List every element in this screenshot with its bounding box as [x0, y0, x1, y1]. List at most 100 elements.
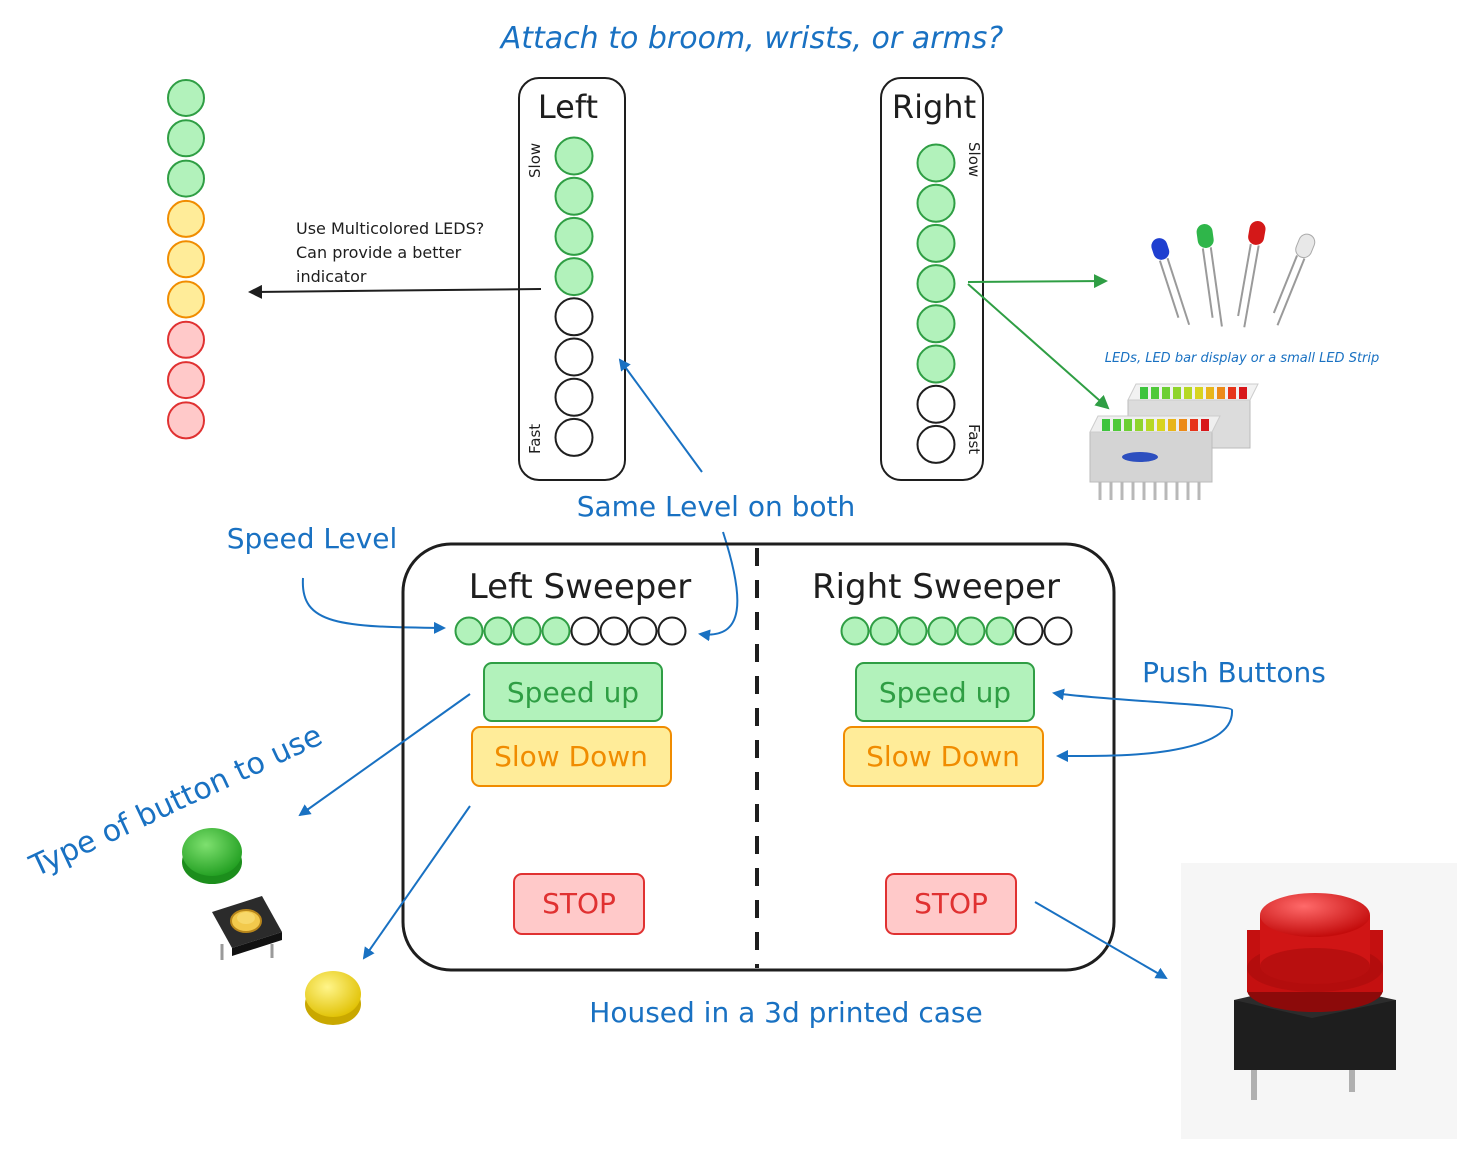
led-lit	[985, 616, 1015, 646]
left-panel-title: Left	[538, 88, 598, 126]
left-slow-down-button[interactable]: Slow Down	[471, 726, 672, 787]
led-lit	[554, 216, 594, 256]
bar-segment	[1162, 387, 1170, 399]
bar-segment	[1124, 419, 1132, 431]
left-speed-up-button[interactable]: Speed up	[483, 662, 663, 722]
led-off	[554, 297, 594, 337]
led-lit	[454, 616, 484, 646]
same-level-arrow-up	[618, 358, 703, 473]
multicolor-led-red	[167, 320, 205, 359]
stop-to-red-button-arrow	[1034, 901, 1168, 980]
speed-level-arrow	[301, 577, 446, 634]
button-type-arrow-green	[298, 693, 471, 817]
left-slow-label: Slow	[526, 143, 544, 178]
button-type-label: Type of button to use	[24, 718, 328, 885]
bar-segment	[1113, 419, 1121, 431]
bar-segment	[1217, 387, 1225, 399]
led-lit	[554, 257, 594, 297]
bar-segment	[1151, 387, 1159, 399]
led-off	[1014, 616, 1044, 646]
multicolor-led-green	[167, 159, 205, 198]
led-lit	[554, 136, 594, 176]
multicolor-led-yellow	[167, 280, 205, 319]
push-buttons-arrow-bottom	[1056, 709, 1234, 763]
led-off	[628, 616, 658, 646]
right-slow-label: Slow	[965, 142, 983, 177]
right-speed-up-button[interactable]: Speed up	[855, 662, 1035, 722]
multicolor-led-yellow	[167, 199, 205, 238]
bar-segment	[1102, 419, 1110, 431]
same-level-label: Same Level on both	[577, 490, 856, 523]
attach-question: Attach to broom, wrists, or arms?	[499, 21, 1004, 56]
push-buttons-label: Push Buttons	[1142, 656, 1326, 689]
bar-segment	[1157, 419, 1165, 431]
multicolor-led-green	[167, 119, 205, 158]
right-panel-title: Right	[892, 88, 976, 126]
bar-segment	[1140, 387, 1148, 399]
led-lit	[956, 616, 986, 646]
led-lit	[541, 616, 571, 646]
green-button-cap-image	[182, 828, 242, 884]
right-panel	[880, 77, 984, 481]
bar-segment	[1135, 419, 1143, 431]
led-lit	[898, 616, 928, 646]
yellow-button-cap-image	[305, 971, 361, 1025]
green-arrow-to-leds	[967, 274, 1108, 289]
speed-level-label: Speed Level	[227, 522, 398, 555]
bar-segment	[1190, 419, 1198, 431]
multicolor-led-column	[167, 79, 205, 440]
left-stop-button[interactable]: STOP	[513, 873, 645, 935]
led-off	[554, 337, 594, 377]
right-speed-up-label: Speed up	[879, 676, 1011, 709]
loose-leds-image	[1151, 221, 1316, 328]
led-off	[554, 377, 594, 417]
multicolor-led-yellow	[167, 240, 205, 279]
led-lit	[554, 176, 594, 216]
led-options-caption: LEDs, LED bar display or a small LED Str…	[1105, 351, 1380, 366]
multicolor-note-line2: Can provide a better	[296, 243, 462, 262]
led-off	[570, 616, 600, 646]
multicolor-note-line3: indicator	[296, 267, 367, 286]
led-lit	[916, 344, 956, 384]
right-stop-label: STOP	[914, 887, 988, 920]
right-slow-down-button[interactable]: Slow Down	[843, 726, 1044, 787]
right-stop-button[interactable]: STOP	[885, 873, 1017, 935]
led-off	[657, 616, 687, 646]
button-type-arrow-yellow	[362, 805, 471, 960]
green-arrow-to-bar	[967, 283, 1110, 410]
bar-segment	[1195, 387, 1203, 399]
right-slow-down-label: Slow Down	[866, 740, 1020, 773]
bar-segment	[1179, 419, 1187, 431]
led-off	[916, 384, 956, 424]
led-lit	[483, 616, 513, 646]
left-speed-up-label: Speed up	[507, 676, 639, 709]
led-lit	[916, 304, 956, 344]
controller-case	[401, 542, 1116, 972]
led-lit	[916, 223, 956, 263]
left-stop-label: STOP	[542, 887, 616, 920]
red-push-button-image	[1181, 863, 1457, 1139]
left-sweeper-title: Left Sweeper	[469, 567, 691, 607]
led-lit	[927, 616, 957, 646]
left-led-column	[554, 136, 594, 457]
right-led-column	[916, 143, 956, 464]
bar-segment	[1184, 387, 1192, 399]
multicolor-led-green	[167, 79, 205, 117]
bar-segment	[1201, 419, 1209, 431]
led-lit	[916, 143, 956, 183]
led-off	[554, 417, 594, 457]
led-lit	[916, 264, 956, 304]
bar-segment	[1206, 387, 1214, 399]
right-fast-label: Fast	[965, 424, 983, 454]
bar-segment	[1173, 387, 1181, 399]
multicolor-led-red	[167, 401, 205, 440]
bar-segment	[1146, 419, 1154, 431]
multicolor-note-line1: Use Multicolored LEDS?	[296, 219, 484, 238]
right-sweeper-led-row	[840, 616, 1073, 646]
housed-caption: Housed in a 3d printed case	[589, 996, 982, 1029]
led-lit	[869, 616, 899, 646]
multicolor-arrow	[248, 284, 542, 299]
led-bar-display-image	[1089, 383, 1259, 500]
led-off	[599, 616, 629, 646]
